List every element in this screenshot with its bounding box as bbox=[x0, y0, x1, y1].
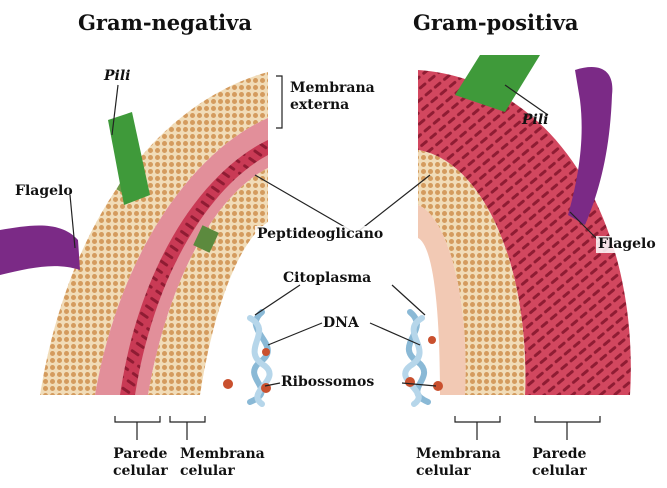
label-line: celular bbox=[532, 463, 587, 480]
label-membrana-externa-line2: externa bbox=[290, 97, 375, 114]
label-pili-right: Pili bbox=[522, 112, 548, 129]
label-membrana-celular-left: Membrana celular bbox=[180, 446, 265, 480]
label-line: Parede bbox=[532, 446, 587, 463]
label-parede-celular-left: Parede celular bbox=[113, 446, 168, 480]
label-membrana-externa-line1: Membrana bbox=[290, 80, 375, 97]
label-line: Parede bbox=[113, 446, 168, 463]
label-line: celular bbox=[180, 463, 265, 480]
label-citoplasma: Citoplasma bbox=[283, 270, 371, 287]
flagellum-right-shape bbox=[568, 67, 612, 225]
label-line: celular bbox=[416, 463, 501, 480]
label-membrana-externa: Membrana externa bbox=[290, 80, 375, 114]
label-ribossomos: Ribossomos bbox=[281, 374, 374, 391]
title-gram-positive: Gram-positiva bbox=[413, 10, 579, 35]
label-parede-celular-right: Parede celular bbox=[532, 446, 587, 480]
label-flagelo-right: Flagelo bbox=[596, 236, 658, 253]
flagellum-left-shape bbox=[0, 226, 80, 275]
label-line: Membrana bbox=[180, 446, 265, 463]
title-gram-negative: Gram-negativa bbox=[78, 10, 252, 35]
label-line: Membrana bbox=[416, 446, 501, 463]
label-flagelo-left: Flagelo bbox=[15, 183, 73, 200]
label-peptideoglicano: Peptideoglicano bbox=[255, 226, 385, 243]
label-dna: DNA bbox=[323, 315, 359, 332]
label-line: celular bbox=[113, 463, 168, 480]
label-membrana-celular-right: Membrana celular bbox=[416, 446, 501, 480]
label-pili-left: Pili bbox=[104, 68, 130, 85]
